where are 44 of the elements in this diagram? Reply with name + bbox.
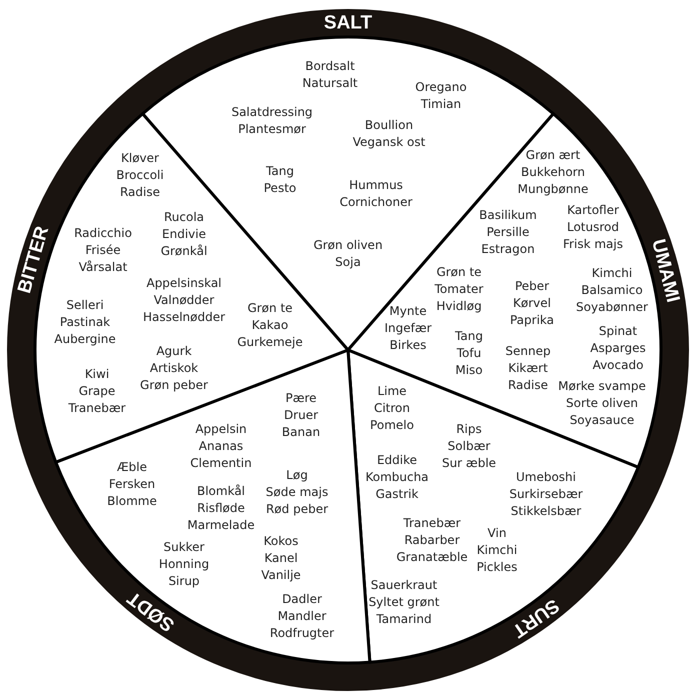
ingredient-list: Mynte Ingefær Birkes [384, 304, 432, 352]
ingredient-list: Æble Fersken Blomme [107, 460, 157, 508]
ingredient-list: Blomkål Risfløde Marmelade [187, 484, 255, 532]
ingredient-list: Grøn te Kakao Gurkemeje [237, 301, 303, 349]
ingredient-list: Mørke svampe Sorte oliven Soyasauce [558, 379, 646, 427]
flavor-heading: BITTER [14, 224, 54, 296]
ingredient-list: Rips Solbær Sur æble [442, 422, 496, 470]
ingredient-list: Dadler Mandler Rodfrugter [270, 592, 334, 640]
ingredient-list: Lime Citron Pomelo [370, 384, 414, 432]
ingredient-list: Hummus Cornichoner [340, 178, 412, 209]
ingredient-list: Eddike Kombucha Gastrik [365, 453, 429, 501]
ingredient-list: Grøn te Tomater Hvidløg [434, 265, 484, 313]
ingredient-list: Kiwi Grape Tranebær [68, 367, 126, 415]
flavor-heading: SALT [324, 12, 372, 34]
ingredient-list: Appelsinskal Valnødder Hasselnødder [142, 276, 226, 324]
ingredient-list: Kimchi Balsamico Soyabønner [576, 266, 648, 314]
ingredient-list: Kokos Kanel Vanilje [261, 534, 301, 582]
ingredient-list: Kartofler Lotusrod Frisk majs [563, 203, 623, 251]
ingredient-list: Sauerkraut Syltet grønt Tamarind [368, 578, 440, 626]
ingredient-list: Boullion Vegansk ost [352, 118, 426, 149]
ingredient-list: Grøn ært Bukkehorn Mungbønne [518, 148, 588, 196]
flavor-heading: UMAMI [647, 237, 684, 305]
ingredient-list: Oregano Timian [415, 80, 467, 111]
ingredient-list: Kløver Broccoli Radise [116, 151, 164, 199]
ingredient-list: Appelsin Ananas Clementin [190, 422, 252, 470]
ingredient-list: Grøn oliven Soja [313, 238, 383, 269]
ingredient-list: Salatdressing Plantesmør [231, 105, 313, 136]
ingredient-list: Rucola Endivie Grønkål [160, 210, 208, 258]
ingredient-list: Løg Søde majs Rød peber [266, 468, 328, 516]
ingredient-list: Tang Pesto [264, 164, 296, 195]
ingredient-list: Selleri Pastinak Aubergine [54, 298, 116, 346]
ingredient-list: Basilikum Persille Estragon [479, 208, 537, 256]
ingredient-list: Pære Druer Banan [282, 391, 320, 439]
ingredient-list: Spinat Asparges Avocado [590, 324, 646, 372]
ingredient-list: Tang Tofu Miso [455, 329, 483, 377]
ingredient-list: Tranebær Rabarber Granatæble [396, 516, 468, 564]
ingredient-list: Bordsalt Natursalt [302, 59, 358, 90]
ingredient-list: Radicchio Frisée Vårsalat [74, 226, 132, 274]
ingredient-list: Agurk Artiskok Grøn peber [140, 344, 208, 392]
ingredient-list: Peber Kørvel Paprika [510, 279, 554, 327]
ingredient-list: Vin Kimchi Pickles [476, 526, 518, 574]
ingredient-list: Sennep Kikært Radise [505, 344, 551, 392]
ingredient-list: Umeboshi Surkirsebær Stikkelsbær [509, 470, 583, 518]
ingredient-list: Sukker Honning Sirup [158, 540, 210, 588]
